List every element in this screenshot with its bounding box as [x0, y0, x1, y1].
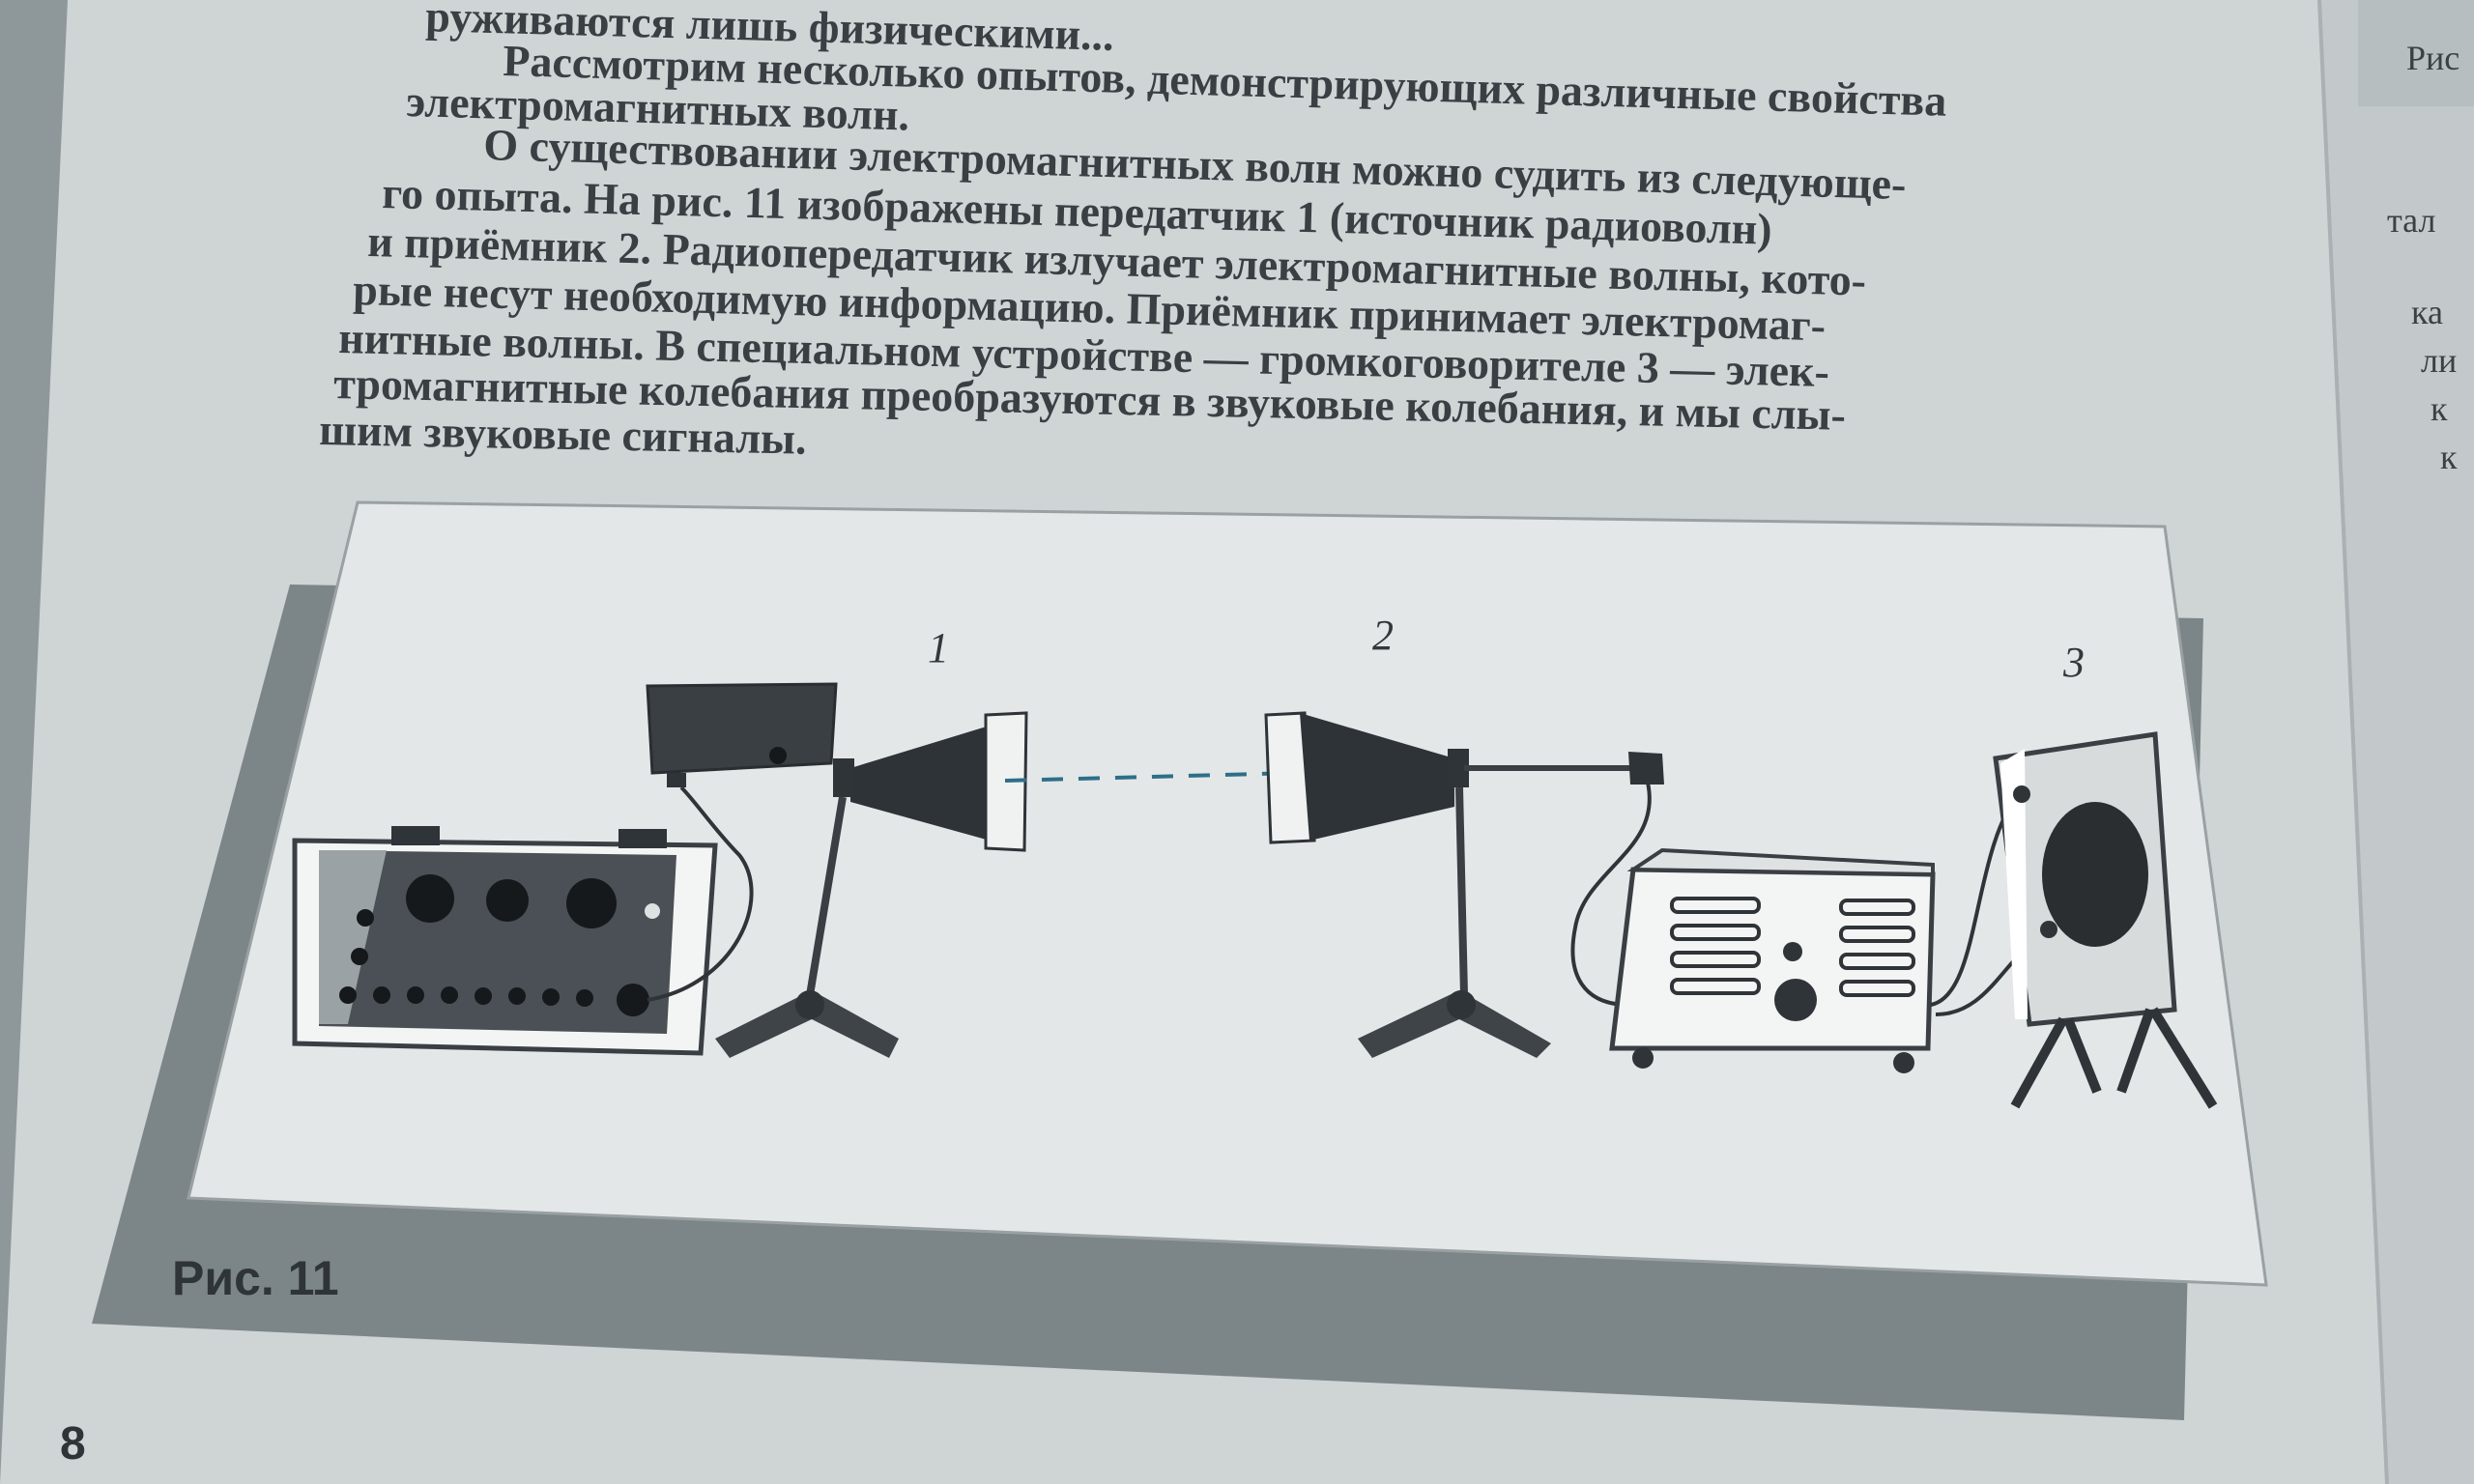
- receiver-label: 2: [1372, 612, 1394, 659]
- transmitter-horn: [646, 682, 1028, 1058]
- loudspeaker: [1993, 731, 2218, 1109]
- margin-fragment: ка: [2411, 293, 2443, 331]
- receiver-horn: [1264, 711, 1664, 1058]
- figure-illustration: 1 2: [292, 612, 2218, 1109]
- cable: [647, 785, 754, 1002]
- loudspeaker-label: 3: [2062, 639, 2085, 686]
- cable: [1570, 782, 1652, 1007]
- margin-fragment: к: [2431, 389, 2448, 428]
- wave-path: [1004, 771, 1296, 783]
- margin-fragment: ли: [2421, 341, 2457, 380]
- receiver-radio-box: [1609, 847, 1936, 1073]
- next-page-edge: [2319, 0, 2474, 1484]
- generator-device: [292, 826, 718, 1056]
- body-text: руживаются лишь физическими... Рассмотри…: [319, 0, 1947, 464]
- page-number: 8: [60, 1418, 86, 1470]
- figure-caption: Рис. 11: [172, 1251, 339, 1305]
- text-line: шим звуковые сигналы.: [319, 405, 807, 464]
- transmitter-label: 1: [928, 624, 949, 671]
- right-margin-text: Рис тал ка ли к к: [2387, 39, 2460, 476]
- margin-fragment: Рис: [2406, 39, 2460, 77]
- margin-fragment: тал: [2387, 201, 2435, 240]
- margin-fragment: к: [2440, 438, 2458, 476]
